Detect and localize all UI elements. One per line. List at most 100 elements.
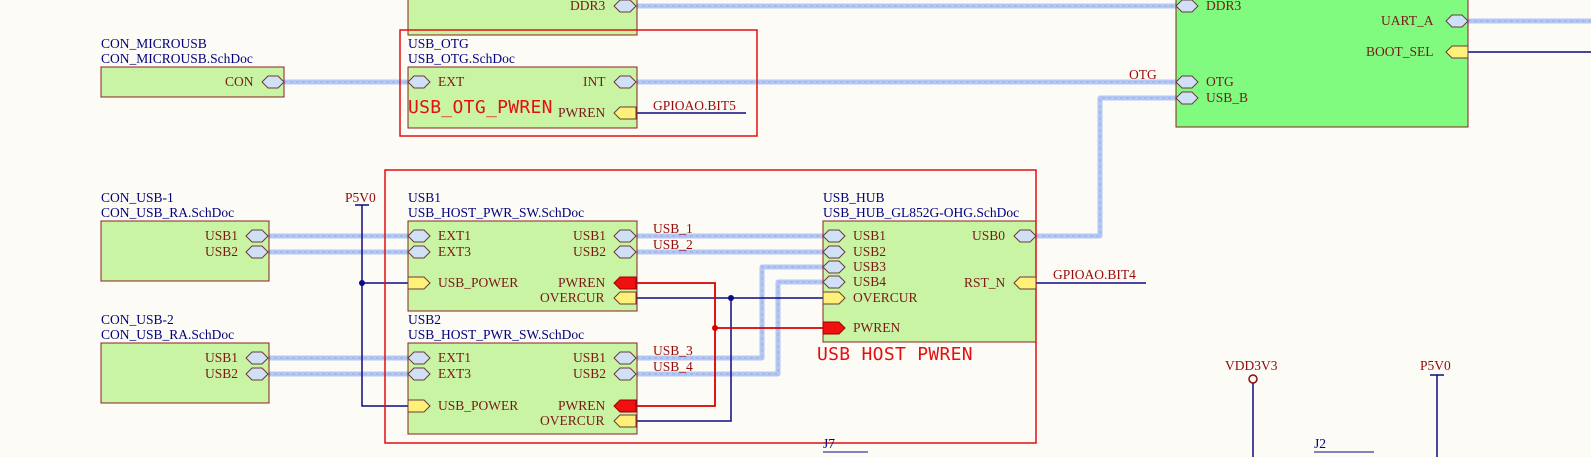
file-usb1: USB_HOST_PWR_SW.SchDoc [408, 205, 585, 220]
port-label-con1-usb2: USB2 [205, 244, 239, 259]
designator-usb-otg: USB_OTG [408, 36, 469, 51]
net-label-otg: OTG [1129, 67, 1157, 82]
port-label-usb2-usb2: USB2 [573, 366, 607, 381]
port-usb1-usb2[interactable] [613, 245, 637, 259]
port-hub-usb3[interactable] [822, 260, 846, 274]
vdd3v3-circle[interactable] [1248, 374, 1258, 384]
designator-con-usb-2: CON_USB-2 [101, 312, 174, 327]
port-label-con2-usb2: USB2 [205, 366, 239, 381]
net-label-gpioao-bit5: GPIOAO.BIT5 [653, 98, 736, 113]
port-usb2-ext3[interactable] [407, 367, 431, 381]
port-label-usb2-usb1: USB1 [573, 350, 607, 365]
port-mcu-ddr3[interactable] [1175, 0, 1199, 13]
designator-con-usb-1: CON_USB-1 [101, 190, 174, 205]
port-label-usb2-ext1: EXT1 [438, 350, 471, 365]
port-con2-usb2[interactable] [245, 367, 269, 381]
usb-hub-block[interactable] [822, 220, 1037, 343]
port-uart-a[interactable] [1445, 14, 1469, 28]
port-con2-usb1[interactable] [245, 351, 269, 365]
port-label-hub-usb3: USB3 [853, 259, 887, 274]
designator-usb-hub: USB_HUB [823, 190, 885, 205]
con-usb-2-block[interactable] [100, 342, 270, 404]
port-label-otg-int: INT [583, 74, 606, 89]
port-label-boot-sel: BOOT_SEL [1366, 44, 1434, 59]
signal-wires [361, 51, 1591, 457]
pwren-wires [636, 282, 834, 407]
designator-usb1: USB1 [408, 190, 442, 205]
port-usb1-usb1[interactable] [613, 229, 637, 243]
wire-p5v0-left[interactable] [361, 205, 418, 407]
port-label-usb1-overcur: OVERCUR [540, 290, 605, 305]
port-hub-usb4[interactable] [822, 275, 846, 289]
bus-usb-b[interactable] [1036, 95, 1188, 239]
usb-otg-block[interactable] [407, 66, 638, 129]
port-boot-sel[interactable] [1445, 45, 1469, 59]
usb1-block[interactable] [407, 220, 638, 312]
file-usb-hub: USB_HUB_GL852G-OHG.SchDoc [823, 205, 1020, 220]
port-usb1-ext3[interactable] [407, 245, 431, 259]
port-label-hub-overcur: OVERCUR [853, 290, 918, 305]
power-label-p5v0-right: P5V0 [1420, 358, 1451, 373]
port-label-hub-usb4: USB4 [853, 274, 887, 289]
port-otg-pwren[interactable] [613, 106, 637, 120]
port-label-usb2-overcur: OVERCUR [540, 413, 605, 428]
designator-j2: J2 [1314, 436, 1327, 451]
port-otg-ext[interactable] [407, 75, 431, 89]
port-con1-usb2[interactable] [245, 245, 269, 259]
port-usb1-ext1[interactable] [407, 229, 431, 243]
port-label-hub-usb0: USB0 [972, 228, 1006, 243]
port-usb2-pwren[interactable] [613, 399, 637, 413]
port-usb2-usb1[interactable] [613, 351, 637, 365]
port-hub-usb2[interactable] [822, 245, 846, 259]
port-usb2-overcur[interactable] [613, 414, 637, 428]
file-usb2: USB_HOST_PWR_SW.SchDoc [408, 327, 585, 342]
port-usb1-overcur[interactable] [613, 291, 637, 305]
usb-otg-pwren-box [399, 29, 758, 137]
port-label-otg-pwren: PWREN [558, 105, 606, 120]
port-usb2-ext1[interactable] [407, 351, 431, 365]
port-label-mcu-ddr3: DDR3 [1206, 0, 1242, 13]
port-label-uart-a: UART_A [1381, 13, 1434, 28]
port-hub-usb1[interactable] [822, 229, 846, 243]
port-label-hub-usb2: USB2 [853, 244, 887, 259]
usb-host-pwren-box [384, 169, 1037, 444]
port-label-usb2-usb-power: USB_POWER [438, 398, 519, 413]
file-con-microusb: CON_MICROUSB.SchDoc [101, 51, 253, 66]
power-label-vdd3v3: VDD3V3 [1225, 358, 1278, 373]
port-hub-usb0[interactable] [1013, 229, 1037, 243]
net-label-usb-4: USB_4 [653, 359, 693, 374]
port-label-mcu-otg: OTG [1206, 74, 1234, 89]
port-con1-usb1[interactable] [245, 229, 269, 243]
usb2-block[interactable] [407, 342, 638, 435]
wire-pwren-usb1[interactable] [636, 282, 716, 407]
net-label-gpioao-bit4: GPIOAO.BIT4 [1053, 267, 1136, 282]
port-hub-pwren[interactable] [822, 321, 846, 335]
group-label-usb-host-pwren: USB HOST PWREN [817, 344, 973, 365]
port-label-con1-usb1: USB1 [205, 228, 239, 243]
con-microusb-block[interactable] [100, 66, 285, 98]
port-usb2-usb-power[interactable] [407, 399, 431, 413]
file-con-usb-1: CON_USB_RA.SchDoc [101, 205, 235, 220]
bus-hatching [268, 5, 1591, 375]
port-otg-int[interactable] [613, 75, 637, 89]
ddr-block-top[interactable] [407, 0, 638, 36]
junction-dot-overcur [728, 295, 734, 301]
port-hub-overcur[interactable] [822, 291, 846, 305]
wire-overcur-usb2[interactable] [636, 298, 732, 422]
port-mcu-usb-b[interactable] [1175, 91, 1199, 105]
group-label-usb-otg-pwren: USB_OTG_PWREN [408, 97, 553, 118]
port-usb1-pwren[interactable] [613, 276, 637, 290]
file-usb-otg: USB_OTG.SchDoc [408, 51, 515, 66]
port-ddr3-top[interactable] [613, 0, 637, 13]
power-label-p5v0-left: P5V0 [345, 190, 376, 205]
port-usb1-usb-power[interactable] [407, 276, 431, 290]
port-usb2-usb2[interactable] [613, 367, 637, 381]
port-mcu-otg[interactable] [1175, 75, 1199, 89]
con-usb-1-block[interactable] [100, 220, 270, 282]
port-con[interactable] [261, 75, 285, 89]
port-hub-rst-n[interactable] [1013, 276, 1037, 290]
net-label-usb-3: USB_3 [653, 343, 693, 358]
mcu-block[interactable] [1175, 0, 1469, 128]
port-label-hub-rst-n: RST_N [964, 275, 1006, 290]
